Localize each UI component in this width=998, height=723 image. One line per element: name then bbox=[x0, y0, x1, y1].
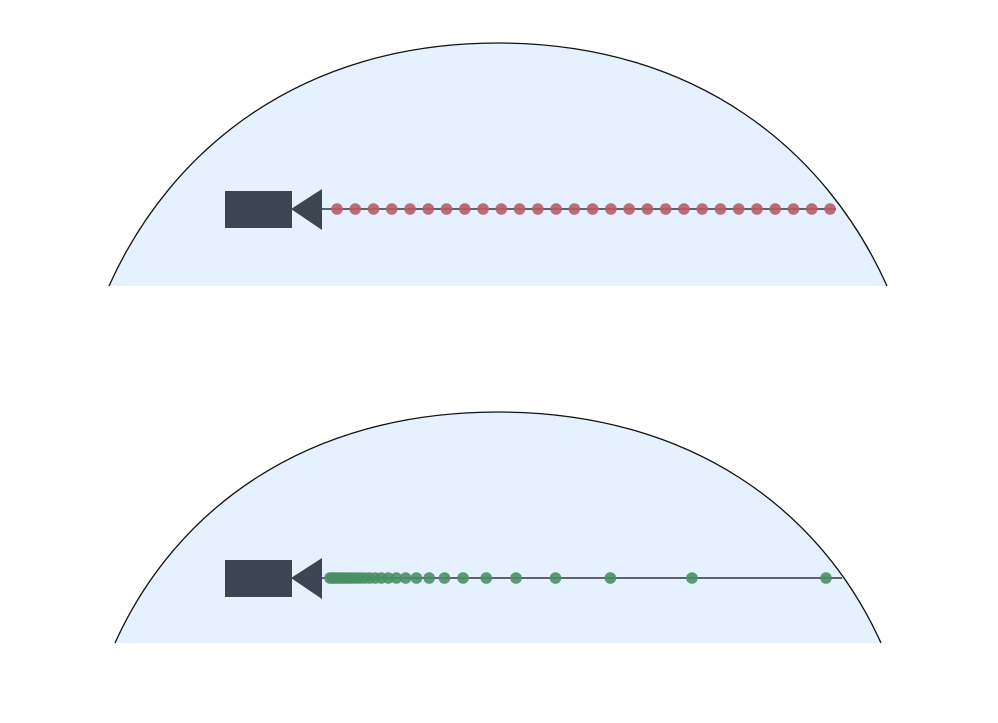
scene-dome bbox=[109, 43, 887, 286]
sample-point bbox=[367, 203, 380, 215]
sample-point bbox=[331, 203, 343, 215]
sample-point bbox=[404, 203, 416, 215]
camera-lens bbox=[291, 558, 322, 599]
sample-point bbox=[495, 203, 508, 215]
camera-icon bbox=[225, 189, 322, 230]
sample-point bbox=[480, 572, 493, 584]
sample-point bbox=[604, 572, 617, 584]
sample-point bbox=[732, 203, 745, 215]
panel-inverse-depth-sampling bbox=[114, 411, 882, 644]
sample-point bbox=[641, 203, 654, 215]
sample-point bbox=[686, 572, 698, 584]
sample-point bbox=[696, 203, 708, 215]
sample-point bbox=[349, 203, 362, 215]
sample-point bbox=[423, 572, 436, 584]
sample-point bbox=[438, 572, 451, 584]
sample-point bbox=[457, 572, 469, 584]
sample-point bbox=[787, 203, 800, 215]
sample-point bbox=[550, 203, 562, 215]
sample-point bbox=[422, 203, 435, 215]
sample-point bbox=[820, 572, 832, 584]
camera-body bbox=[225, 191, 292, 228]
sample-points bbox=[324, 572, 832, 584]
scene-dome-outline bbox=[114, 411, 882, 644]
sample-point bbox=[659, 203, 672, 215]
sample-point bbox=[513, 203, 526, 215]
sample-point bbox=[714, 203, 727, 215]
sample-point bbox=[751, 203, 763, 215]
sample-point bbox=[399, 572, 412, 584]
sample-point bbox=[824, 203, 836, 215]
sample-point bbox=[568, 203, 581, 215]
sample-point bbox=[440, 203, 453, 215]
sample-point bbox=[805, 203, 818, 215]
sample-point bbox=[477, 203, 489, 215]
sample-point bbox=[623, 203, 635, 215]
sample-point bbox=[410, 572, 423, 584]
sample-point bbox=[510, 572, 522, 584]
camera-icon bbox=[225, 558, 322, 599]
camera-lens bbox=[291, 189, 322, 230]
sample-point bbox=[769, 203, 782, 215]
sample-point bbox=[459, 203, 471, 215]
sample-point bbox=[390, 572, 403, 584]
sample-point bbox=[605, 203, 617, 215]
sample-point bbox=[382, 572, 395, 584]
sample-point bbox=[385, 203, 398, 215]
camera-body bbox=[225, 560, 292, 597]
panel-uniform-sampling bbox=[108, 42, 888, 287]
sample-point bbox=[586, 203, 599, 215]
scene-dome-outline bbox=[108, 42, 888, 287]
sample-point bbox=[678, 203, 690, 215]
sample-point bbox=[549, 572, 562, 584]
sample-point bbox=[532, 203, 544, 215]
sample-points bbox=[331, 203, 836, 215]
